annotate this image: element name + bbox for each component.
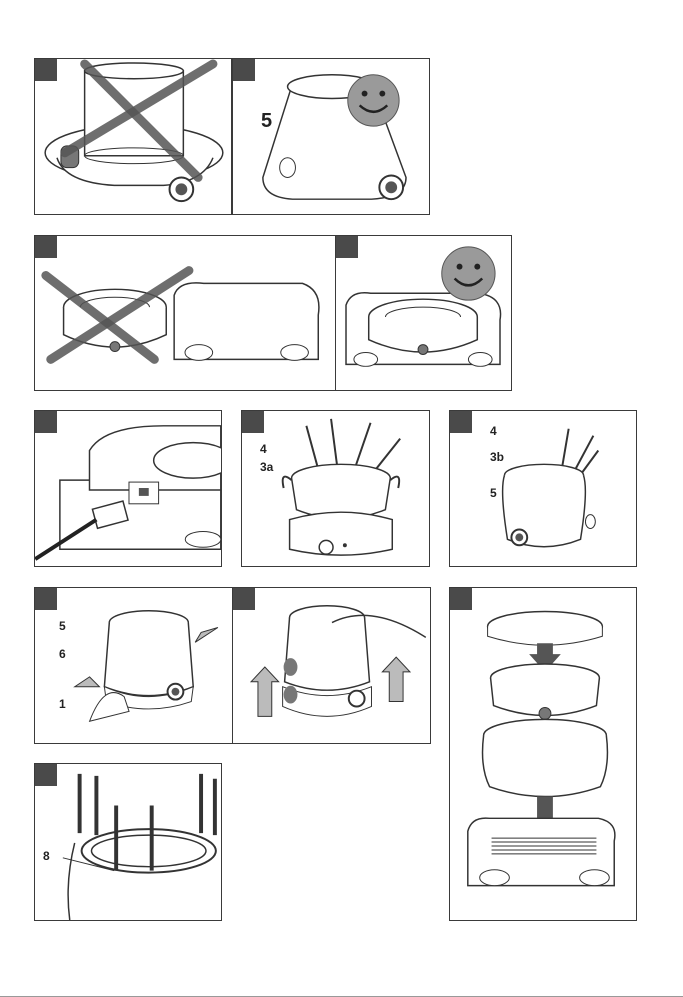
pot-on-base-illustration bbox=[35, 59, 231, 214]
exploded-assembly-illustration bbox=[450, 588, 636, 920]
figure-panel-1 bbox=[34, 58, 232, 215]
carrying-base-illustration bbox=[35, 588, 232, 743]
base-with-forks-illustration bbox=[450, 411, 636, 566]
callout-4: 4 bbox=[260, 443, 267, 455]
fork-ring-illustration bbox=[35, 764, 221, 920]
figure-panel-10 bbox=[449, 587, 637, 921]
figure-panel-4 bbox=[335, 235, 512, 391]
power-plug-illustration bbox=[35, 411, 221, 566]
figure-panel-3 bbox=[34, 235, 336, 391]
figure-panel-11: 8 bbox=[34, 763, 222, 921]
callout-6: 6 bbox=[59, 648, 66, 660]
callout-1: 1 bbox=[59, 698, 66, 710]
heater-beside-tray-illustration bbox=[35, 236, 335, 390]
figure-panel-7: 4 3b 5 bbox=[449, 410, 637, 567]
callout-3b: 3b bbox=[490, 451, 504, 463]
smiley-icon bbox=[233, 59, 429, 214]
figure-panel-9 bbox=[232, 587, 431, 744]
callout-5: 5 bbox=[490, 487, 497, 499]
callout-3a: 3a bbox=[260, 461, 273, 473]
figure-panel-5 bbox=[34, 410, 222, 567]
figure-panel-6: 4 3a bbox=[241, 410, 430, 567]
lifting-base-illustration bbox=[233, 588, 430, 743]
callout-4: 4 bbox=[490, 425, 497, 437]
figure-panel-8: 5 6 1 bbox=[34, 587, 233, 744]
callout-8: 8 bbox=[43, 850, 50, 862]
smiley-icon bbox=[336, 236, 511, 390]
callout-5: 5 bbox=[261, 111, 272, 131]
callout-5: 5 bbox=[59, 620, 66, 632]
figure-panel-2: 5 bbox=[232, 58, 430, 215]
fondue-pot-with-forks-illustration bbox=[242, 411, 429, 566]
